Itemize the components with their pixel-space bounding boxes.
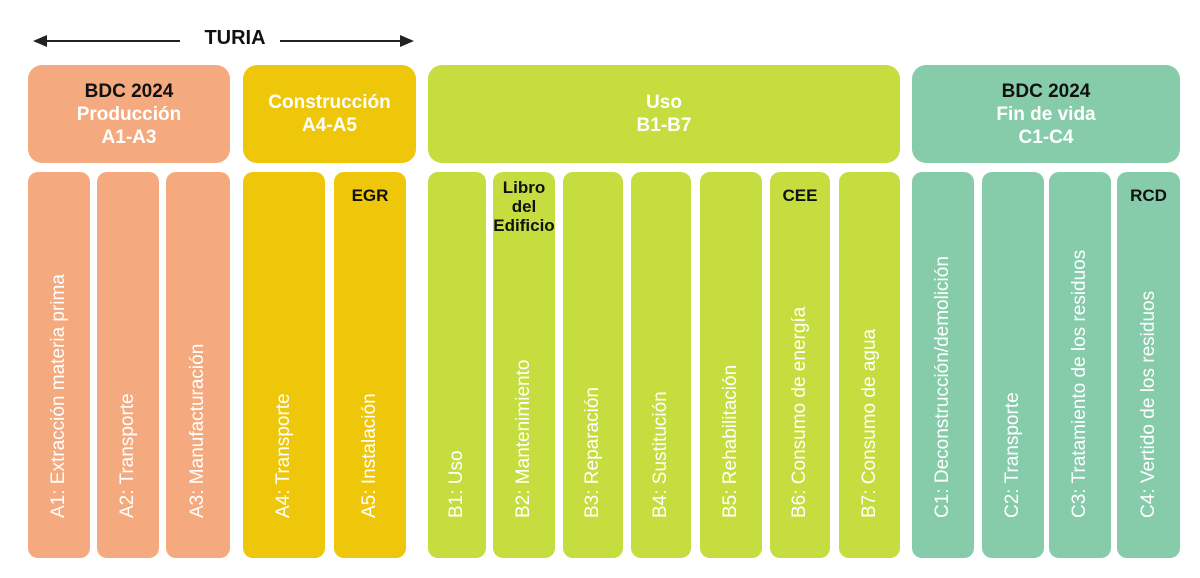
turia-label: TURIA [204, 27, 266, 49]
stage-b5-label: B5: Rehabilitación [720, 364, 741, 518]
stage-b4-label: B4: Sustitución [650, 391, 671, 518]
stage-b6-badge: CEE [782, 186, 818, 205]
stage-a5: EGR A5: Instalación [334, 172, 406, 558]
header-fin-de-vida-pre: BDC 2024 [1001, 80, 1091, 102]
stage-a5-badge: EGR [351, 186, 389, 205]
stage-b2-label: B2: Mantenimiento [513, 359, 534, 518]
arrow-right-line [280, 40, 402, 42]
stage-c2: C2: Transporte [982, 172, 1044, 558]
stage-c2-label: C2: Transporte [1002, 392, 1023, 518]
header-construccion-code: A4-A5 [302, 115, 357, 136]
stage-a2: A2: Transporte [97, 172, 159, 558]
stage-c4-badge: RCD [1130, 186, 1167, 205]
header-produccion-title: Producción [76, 103, 182, 125]
stage-b6: CEE B6: Consumo de energía [770, 172, 830, 558]
header-fin-de-vida: BDC 2024 Fin de vida C1-C4 [912, 65, 1180, 163]
header-uso-title: Uso [646, 92, 682, 113]
stage-b2-badge: Libro del Edificio [493, 178, 555, 235]
stage-b1: B1: Uso [428, 172, 486, 558]
stage-a1-label: A1: Extracción materia prima [48, 274, 69, 518]
stage-b7-label: B7: Consumo de agua [858, 328, 880, 518]
stage-a4-label: A4: Transporte [273, 393, 294, 518]
stage-c3: C3: Tratamiento de los residuos [1049, 172, 1111, 558]
stage-a3-label: A3: Manufacturación [187, 343, 208, 518]
arrow-right-head [400, 35, 414, 47]
stage-b2-badge-line: Libro [502, 178, 546, 197]
stage-b6-label: B6: Consumo de energía [789, 306, 810, 518]
stage-a4: A4: Transporte [243, 172, 325, 558]
stage-c1-label: C1: Deconstrucción/demolición [932, 256, 953, 518]
header-produccion-pre: BDC 2024 [84, 80, 174, 102]
stage-c3-label: C3: Tratamiento de los residuos [1069, 249, 1090, 518]
stage-a1: A1: Extracción materia prima [28, 172, 90, 558]
header-produccion-code: A1-A3 [101, 126, 157, 148]
header-uso-code: B1-B7 [636, 115, 692, 136]
header-fin-de-vida-title: Fin de vida [996, 103, 1096, 125]
header-construccion: Construcción A4-A5 [243, 65, 416, 163]
stage-b3-label: B3: Reparación [582, 387, 603, 518]
header-construccion-title: Construcción [268, 92, 391, 113]
stage-c4-label: C4: Vertido de los residuos [1137, 290, 1159, 518]
stage-a3: A3: Manufacturación [166, 172, 230, 558]
header-fin-de-vida-code: C1-C4 [1018, 126, 1074, 148]
stage-b2: Libro del Edificio B2: Mantenimiento [493, 172, 555, 558]
header-produccion: BDC 2024 Producción A1-A3 [28, 65, 230, 163]
stage-b4: B4: Sustitución [631, 172, 691, 558]
stage-b3: B3: Reparación [563, 172, 623, 558]
stage-c1: C1: Deconstrucción/demolición [912, 172, 974, 558]
header-uso: Uso B1-B7 [428, 65, 900, 163]
arrow-left-head [33, 35, 47, 47]
stage-a2-label: A2: Transporte [117, 393, 138, 518]
stage-b2-badge-line: del [511, 197, 537, 216]
stage-b1-label: B1: Uso [446, 450, 467, 518]
arrow-left-line [45, 40, 180, 42]
stage-b5: B5: Rehabilitación [700, 172, 762, 558]
stage-a5-label: A5: Instalación [359, 393, 380, 518]
stage-b7: B7: Consumo de agua [839, 172, 900, 558]
stage-b2-badge-line: Edificio [493, 216, 555, 235]
stage-c4: RCD C4: Vertido de los residuos [1117, 172, 1180, 558]
